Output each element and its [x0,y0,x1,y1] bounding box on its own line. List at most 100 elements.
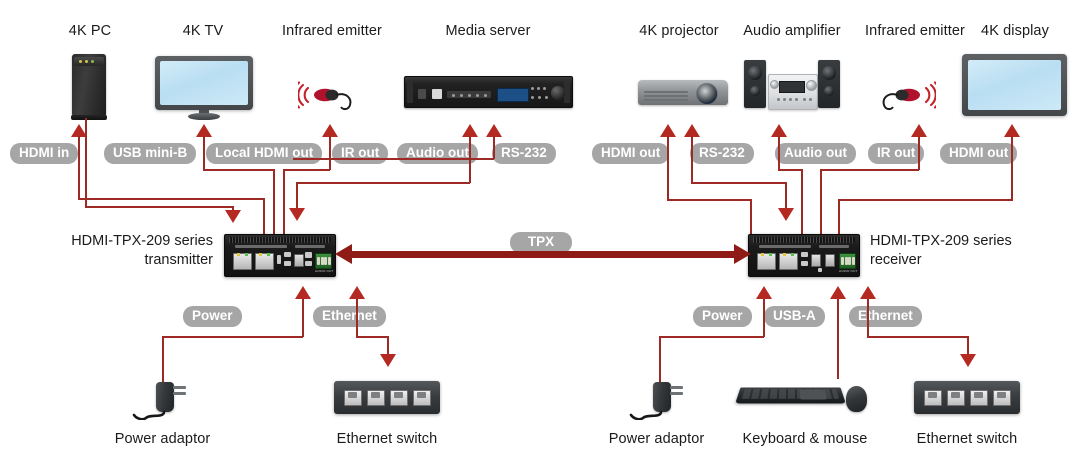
device-caption-4k-tv: 4K TV [182,23,224,39]
line-power-rx-v2 [763,299,765,337]
port-tag-ir-out-rx: IR out [868,143,925,164]
line-power-tx-v2 [302,299,304,337]
line-hdmi-out-proj-v2 [750,199,752,240]
device-ethernet-switch-tx [334,381,440,414]
port-tag-ethernet-tx: Ethernet [313,306,386,327]
line-ir-out-tx-v1 [329,136,331,170]
device-audio-amplifier [744,60,840,110]
port-tag-power-rx: Power [693,306,752,327]
device-infrared-emitter-tx [292,78,368,117]
port-tag-hdmi-out-display: HDMI out [940,143,1018,164]
port-tag-ir-out-tx: IR out [332,143,389,164]
arrow-down-rs232-rx [778,208,794,221]
arrow-up-ir-rx [911,124,927,137]
line-hdmi-out-proj-h [667,199,751,201]
arrow-up-power-rx [756,286,772,299]
line-audio-out-rx-h [778,169,802,171]
device-4k-tv [155,56,253,120]
device-4k-projector [638,78,728,108]
device-caption-4k-pc: 4K PC [68,23,112,39]
line-ethernet-tx-v2 [387,336,389,356]
line-rs232-rx-h [691,182,786,184]
line-power-tx-v1 [162,337,164,382]
line-power-tx-h [162,336,303,338]
link-tag-tpx: TPX [510,232,572,253]
line-usb-mini-b-h [78,198,264,200]
line-power-rx-v1 [659,337,661,382]
device-media-server [404,76,573,108]
arrow-up-projector-hdmi [660,124,676,137]
device-caption-media-server: Media server [445,23,531,39]
port-tag-usb-a-rx: USB-A [764,306,825,327]
line-usb-mini-b-v2 [263,198,265,240]
device-ethernet-switch-rx [914,381,1020,414]
port-tag-power-tx: Power [183,306,242,327]
line-ethernet-rx-v1 [867,299,869,337]
line-hdmi-out-proj-v1 [667,136,669,200]
tpx-link-arrow-left [335,244,352,264]
arrow-up-ethernet-rx [860,286,876,299]
port-tag-ethernet-rx: Ethernet [849,306,922,327]
device-4k-display [962,54,1067,116]
unit-caption-transmitter-line2: transmitter [144,251,214,268]
device-caption-ethernet-switch-tx: Ethernet switch [336,431,438,447]
arrow-up-tv-hdmi [196,124,212,137]
arrow-up-audio-out-rx [771,124,787,137]
unit-caption-transmitter-line1: HDMI-TPX-209 series [71,233,213,249]
line-local-hdmi-out-v1 [203,136,205,170]
line-ethernet-rx-v2 [967,336,969,356]
arrow-up-ethernet-tx [349,286,365,299]
unit-caption-transmitter: HDMI-TPX-209 series transmitter [55,232,213,270]
device-caption-audio-amplifier: Audio amplifier [743,23,841,39]
line-local-hdmi-out-v2 [273,169,275,240]
line-rs232-rx-v1 [691,136,693,183]
line-ethernet-tx-h [356,336,388,338]
arrow-down-ethernet-switch-tx [380,354,396,367]
device-transmitter-unit: AUDIO OUT [224,234,336,277]
port-tag-audio-out-tx: Audio out [397,143,478,164]
line-hdmi-out-disp-v1 [1011,136,1013,200]
device-caption-ethernet-switch-rx: Ethernet switch [916,431,1018,447]
line-local-hdmi-out-h [203,169,274,171]
line-audio-out-rx-v1 [778,136,780,170]
tpx-link-trunk [352,251,734,258]
arrow-up-rs232-tx [486,124,502,137]
line-ethernet-rx-h [867,336,968,338]
device-caption-keyboard-mouse: Keyboard & mouse [742,431,868,447]
arrow-up-display-hdmi [1004,124,1020,137]
port-tag-usb-mini-b: USB mini-B [104,143,197,164]
line-hdmi-in-h [85,206,233,208]
port-tag-rs-232-tx: RS-232 [492,143,556,164]
tpx-link-arrow-right [734,244,751,264]
line-ir-out-tx-h [283,169,330,171]
device-infrared-emitter-rx [866,78,942,117]
line-hdmi-out-disp-v2 [838,199,840,240]
line-ir-out-rx-h [820,169,919,171]
arrow-up-power-tx [295,286,311,299]
arrow-up-ir-tx [322,124,338,137]
device-power-adaptor-rx [625,378,695,420]
arrow-down-ethernet-switch-rx [960,354,976,367]
line-ir-out-rx-v1 [918,136,920,170]
device-caption-4k-projector: 4K projector [639,23,719,39]
arrow-up-projector-rs232 [684,124,700,137]
device-power-adaptor-tx [128,378,198,420]
port-tag-rs-232-rx: RS-232 [690,143,754,164]
line-ir-out-tx-v2 [283,169,285,240]
arrow-down-hdmi-in [225,210,241,223]
arrow-up-usb-mini-b [71,124,87,137]
port-tag-hdmi-in: HDMI in [10,143,79,164]
line-hdmi-in-v1 [85,118,87,208]
unit-caption-receiver: HDMI-TPX-209 series receiver [870,232,1050,270]
device-keyboard-mouse [735,382,868,416]
device-caption-infrared-emitter-rx: Infrared emitter [865,23,965,39]
line-ethernet-tx-v1 [356,299,358,337]
line-usb-a-rx-v [837,299,839,379]
arrow-up-usb-a-rx [830,286,846,299]
line-hdmi-out-disp-h [838,199,1013,201]
device-receiver-unit: AUDIO OUT [748,234,860,277]
port-tag-hdmi-out-rx: HDMI out [592,143,670,164]
device-caption-4k-display: 4K display [981,23,1049,39]
unit-caption-receiver-line1: HDMI-TPX-209 series [870,233,1012,249]
